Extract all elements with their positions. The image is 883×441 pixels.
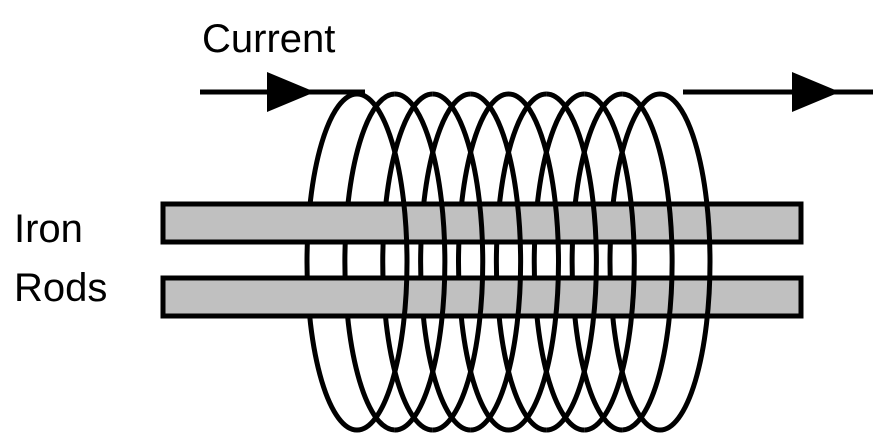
rods-label-line1: Iron [14, 207, 83, 251]
coil-turn-front [470, 91, 524, 433]
coil-turn-front [356, 91, 410, 433]
coil-turn-back [569, 91, 623, 433]
coil-turn-front [508, 91, 561, 433]
coil-turn-back [531, 91, 585, 433]
coil-back-layer [304, 91, 661, 433]
current-label: Current [202, 17, 335, 61]
coil-front-layer [356, 91, 713, 433]
current-arrow-in-icon [267, 72, 315, 112]
coil-turn-back [607, 91, 661, 433]
coil-turn-front [432, 91, 486, 433]
current-arrow-out-icon [792, 72, 840, 112]
rods-label-line2: Rods [14, 266, 107, 310]
coil-turn-back [418, 91, 471, 433]
coil-turn-back [456, 91, 509, 433]
coil-turn-back [380, 91, 433, 433]
coil-turn-back [493, 91, 547, 433]
coil-turn-front [622, 91, 675, 433]
coil-turn-front [546, 91, 599, 433]
coil-turn-front [394, 91, 448, 433]
coil-turn-back [304, 91, 358, 433]
coil-turn-front [659, 91, 713, 433]
coil-turn-back [342, 91, 395, 433]
coil-turn-front [584, 91, 637, 433]
